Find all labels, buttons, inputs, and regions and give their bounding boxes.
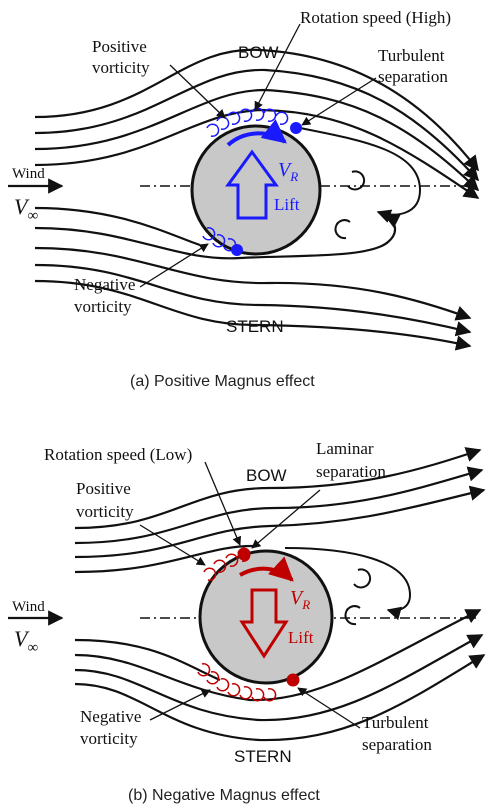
rotation-arrow-b (239, 556, 294, 582)
bow-label-b: BOW (246, 466, 287, 485)
negative-vorticity-label-line2-a: vorticity (74, 297, 132, 316)
positive-vorticity-label-line2-b: vorticity (76, 502, 134, 521)
v-infinity-symbol-a: V∞ (14, 194, 38, 224)
lift-arrow-b (239, 588, 289, 659)
positive-vorticity-label-line1-a: Positive (92, 37, 147, 56)
wind-label-b: Wind (12, 599, 45, 615)
negative-vorticity-label-line1-b: Negative (80, 707, 141, 726)
upper-streamlines-b (74, 447, 486, 574)
upper-separation-point-a (290, 122, 302, 134)
panel-b: Rotation speed (Low) BOW Laminar separat… (8, 439, 486, 804)
lower-streamlines-a (34, 206, 472, 351)
caption-b: (b) Negative Magnus effect (128, 787, 320, 804)
vr-symbol-b: VR (290, 587, 310, 612)
wake-streamline-a (299, 127, 422, 223)
lift-arrow-a (225, 149, 279, 220)
laminar-separation-label-line2-b: separation (316, 462, 386, 481)
negative-vorticity-label-line2-b: vorticity (80, 729, 138, 748)
positive-vorticity-label-line1-b: Positive (76, 479, 131, 498)
lower-separation-point-b (286, 673, 300, 687)
negative-vorticity-vortices-b (197, 663, 277, 702)
wake-vortices-a (334, 170, 366, 240)
turbulent-separation-label-line1-a: Turbulent (378, 46, 445, 65)
lower-streamlines-b (74, 609, 486, 742)
turbulent-separation-label-line1-b: Turbulent (362, 713, 429, 732)
leader-lines-b (139, 461, 361, 729)
lift-label-b: Lift (288, 628, 314, 647)
cylinder-b (198, 549, 334, 685)
upper-separation-point-b (237, 547, 251, 561)
rotation-speed-low-label: Rotation speed (Low) (44, 445, 192, 464)
laminar-separation-label-line1-b: Laminar (316, 439, 374, 458)
cylinder-a (190, 124, 322, 256)
v-infinity-symbol-b: V∞ (14, 626, 38, 656)
lower-separation-point-a (231, 244, 243, 256)
negative-vorticity-label-line1-a: Negative (74, 275, 135, 294)
leader-lines-a (139, 23, 377, 288)
caption-a: (a) Positive Magnus effect (130, 373, 315, 390)
vr-symbol-a: VR (278, 159, 298, 184)
turbulent-separation-label-line2-b: separation (362, 735, 432, 754)
lift-label-a: Lift (274, 195, 300, 214)
panel-a: Rotation speed (High) Positive vorticity… (8, 8, 480, 390)
wind-label-a: Wind (12, 166, 45, 182)
wake-streamline-b (284, 547, 412, 621)
wake-vortices-b (344, 568, 372, 626)
rotation-speed-high-label: Rotation speed (High) (300, 8, 451, 27)
positive-vorticity-label-line2-a: vorticity (92, 58, 150, 77)
turbulent-separation-label-line2-a: separation (378, 67, 448, 86)
bow-label-a: BOW (238, 43, 279, 62)
rotation-arrow-a (226, 119, 287, 147)
stern-label-b: STERN (234, 747, 292, 766)
stern-label-a: STERN (226, 317, 284, 336)
